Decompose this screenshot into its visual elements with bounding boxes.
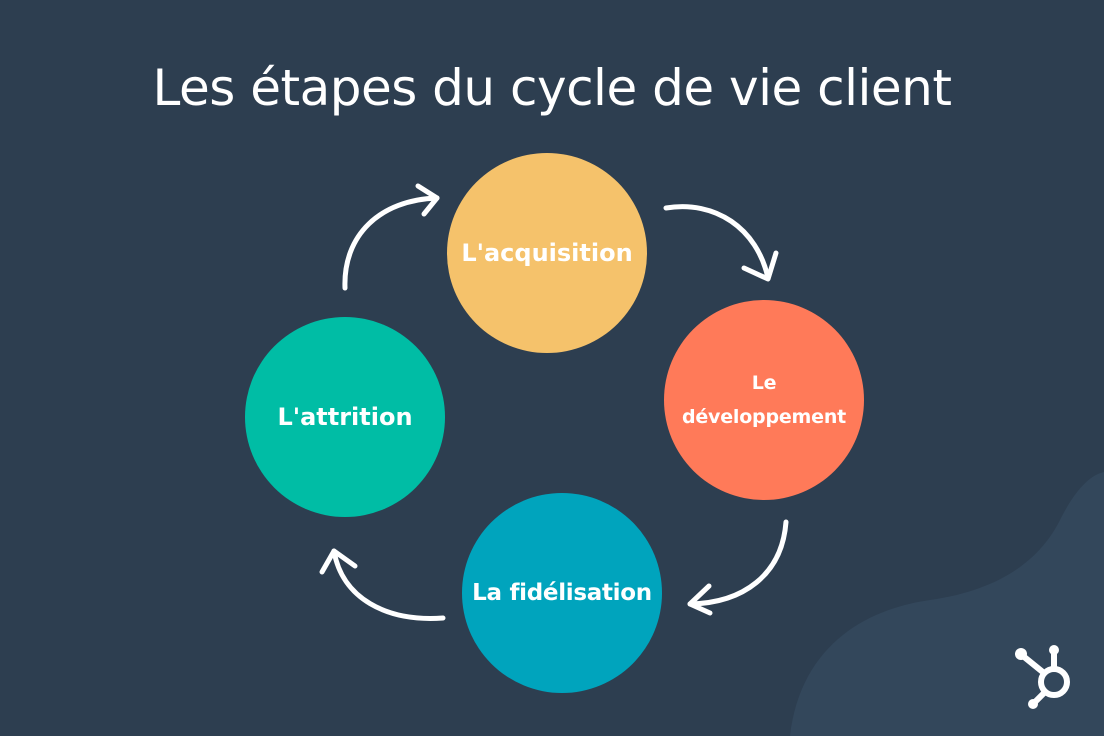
arrow-acquisition-to-development: [663, 204, 779, 282]
stage-development: Le développement: [664, 300, 864, 500]
arrow-development-to-fidelisation: [687, 519, 789, 616]
arrow-fidelisation-to-attrition: [319, 548, 446, 621]
stage-development-label: Le développement: [681, 372, 847, 428]
hubspot-sprocket-icon: [1015, 645, 1070, 709]
stage-attrition: L'attrition: [245, 317, 445, 517]
stage-fidelisation: La fidélisation: [462, 493, 662, 693]
stage-acquisition: L'acquisition: [447, 153, 647, 353]
stage-fidelisation-label: La fidélisation: [472, 580, 652, 606]
stage-attrition-label: L'attrition: [277, 403, 413, 431]
page-title: Les étapes du cycle de vie client: [152, 59, 952, 117]
arrow-attrition-to-acquisition: [342, 183, 440, 291]
stage-acquisition-label: L'acquisition: [461, 239, 633, 267]
